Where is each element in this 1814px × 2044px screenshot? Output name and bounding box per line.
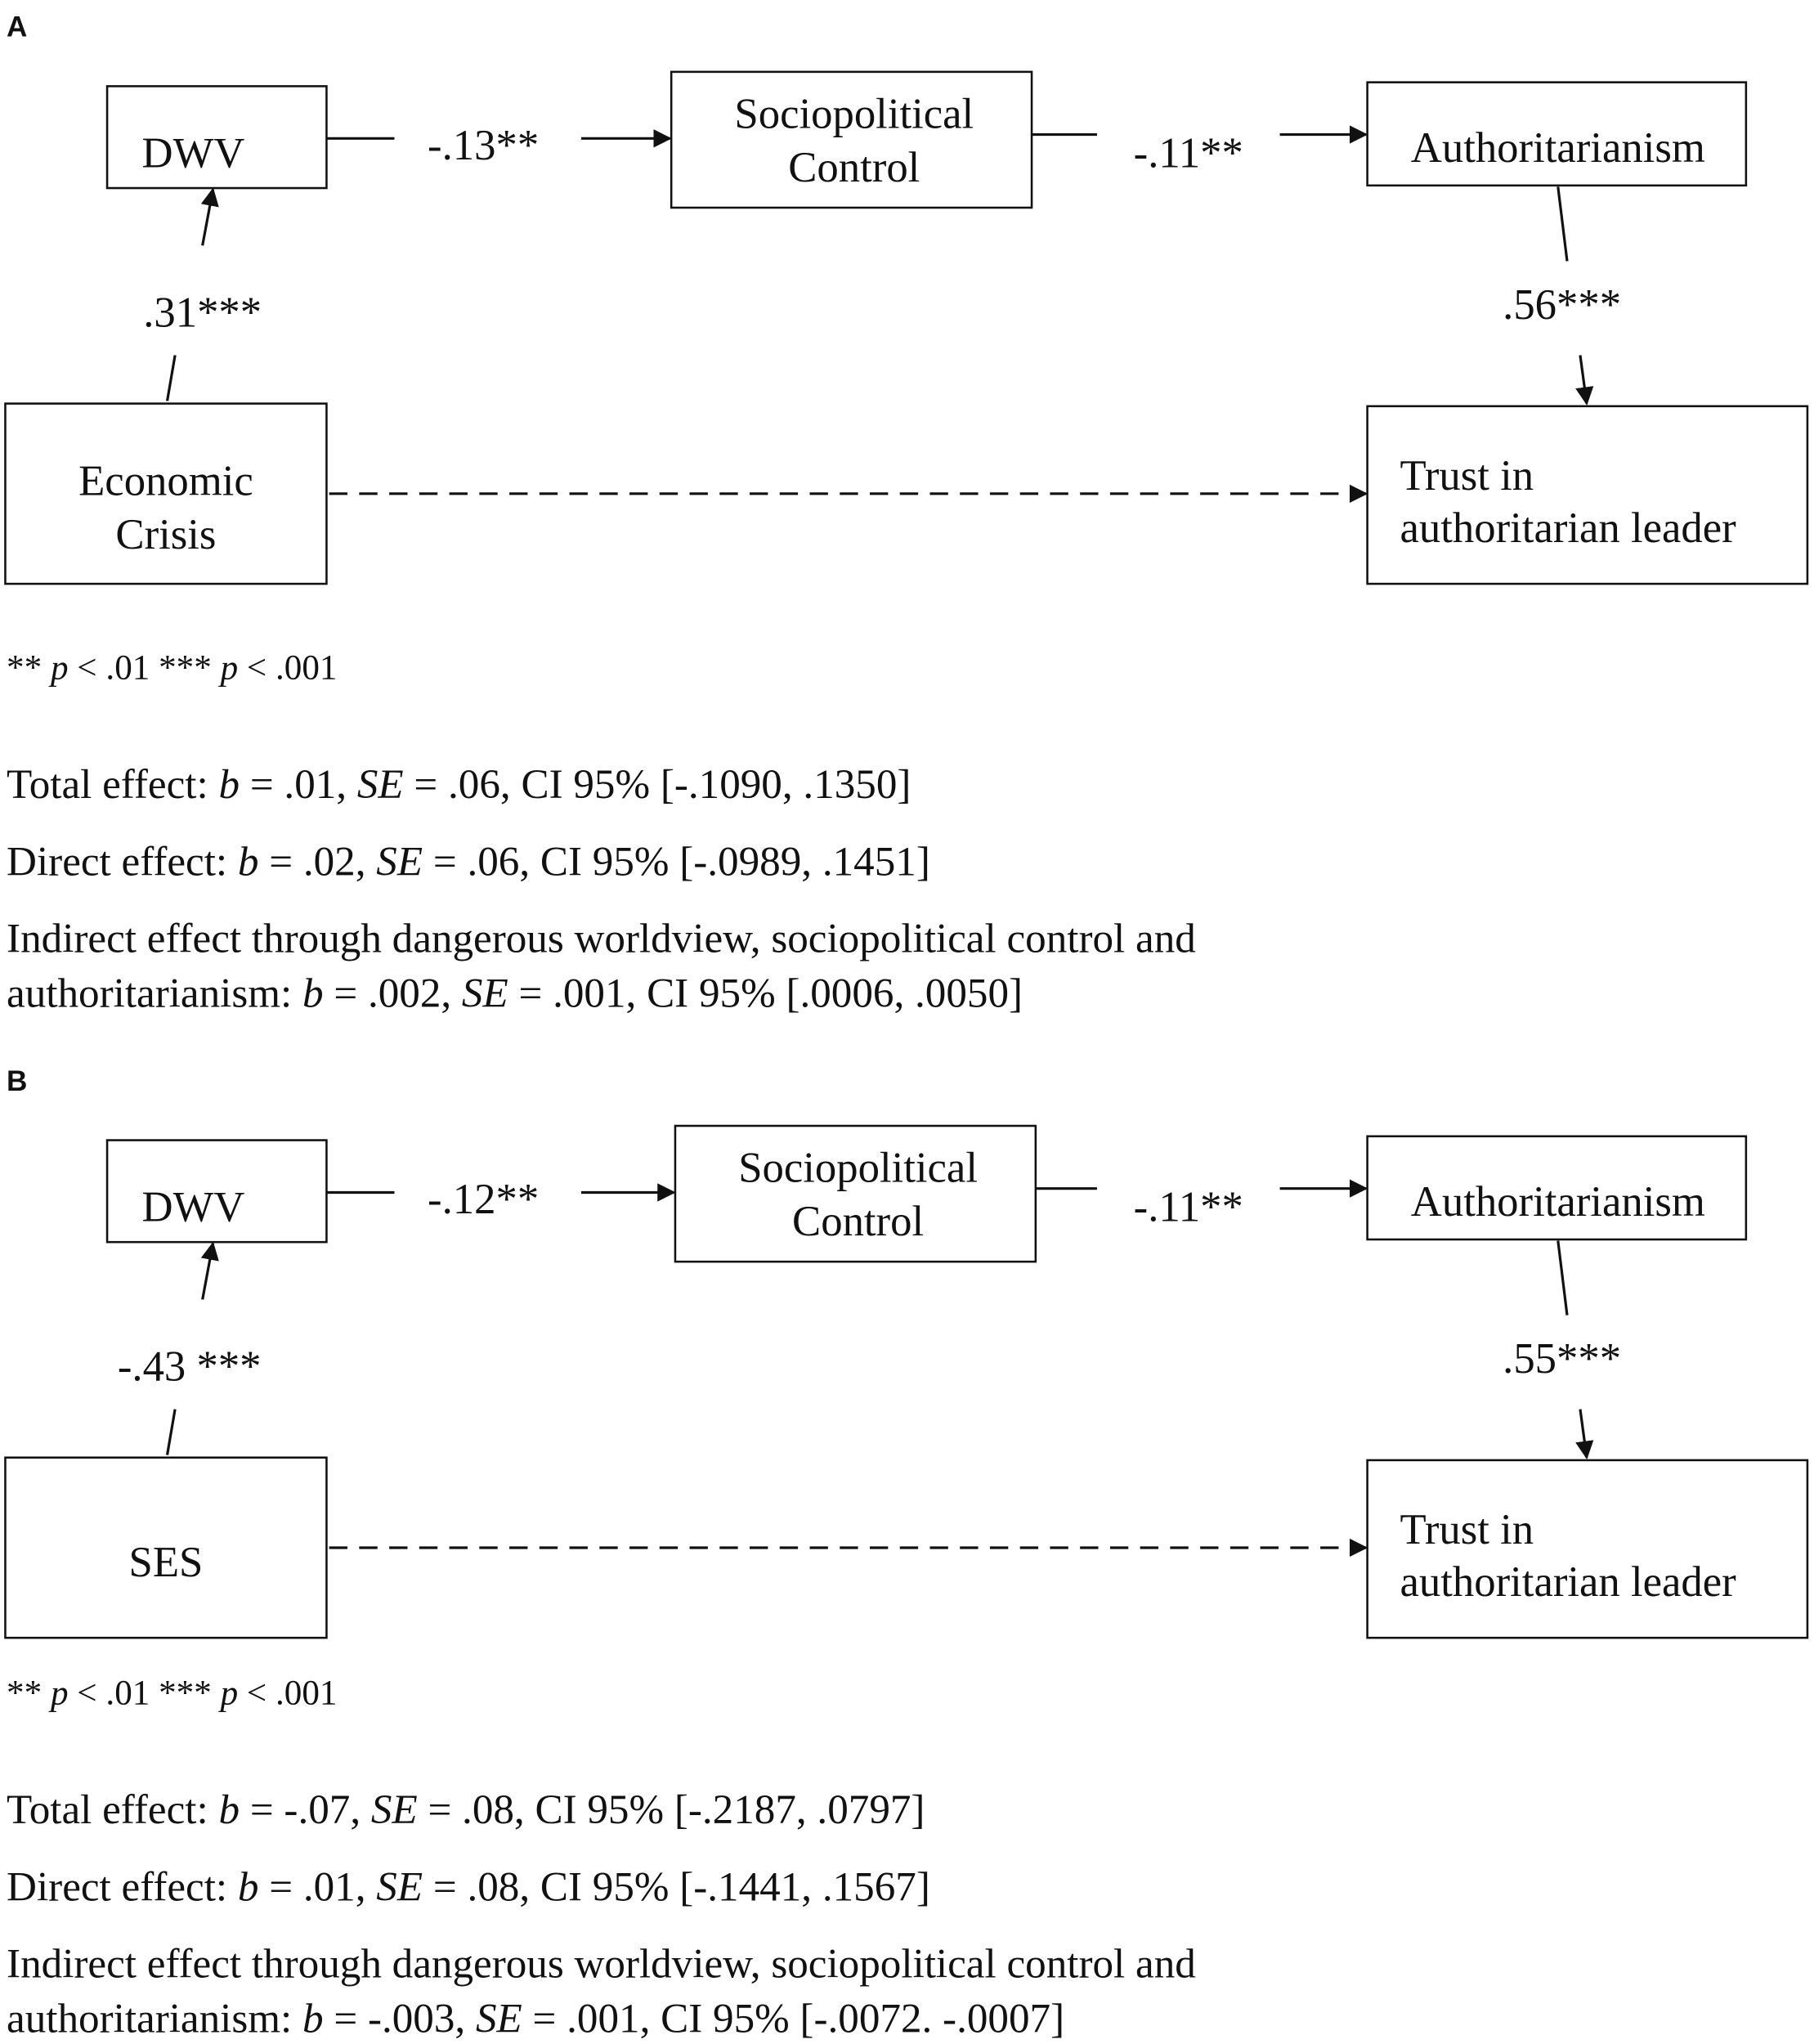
effect-line-segment: Total effect: <box>7 761 218 808</box>
sociopolitical-control-box <box>670 70 1033 209</box>
effect-line-segment: b <box>218 1786 240 1833</box>
effect-line-segment: SE <box>376 1863 423 1910</box>
effect-line: authoritarianism: b = .002, SE = .001, C… <box>7 970 1023 1017</box>
coef-socio-to-auth: -.11** <box>1134 1184 1243 1231</box>
trust-label-line1: Trust in <box>1400 452 1534 500</box>
effect-line: Indirect effect through dangerous worldv… <box>7 1941 1196 1988</box>
panel-label: A <box>7 11 27 43</box>
arrow-predictor-to-dwv <box>200 1241 219 1300</box>
effect-line-segment: = .06, CI 95% [-.1090, .1350] <box>404 761 911 808</box>
arrow-predictor-to-dwv <box>200 187 219 246</box>
predictor-label: SES <box>129 1539 204 1586</box>
authoritarianism-label: Authoritarianism <box>1411 1178 1705 1226</box>
effect-line-segment: Direct effect: <box>7 1863 238 1910</box>
significance-footnote-segment: < .01 *** <box>69 649 221 688</box>
effect-line-segment: SE <box>357 761 404 808</box>
predictor-label-line1: Economic <box>78 457 253 504</box>
significance-footnote-segment: p <box>48 1674 69 1713</box>
path-auth-trust-stem <box>1556 186 1569 262</box>
trust-label-line2: authoritarian leader <box>1400 504 1737 552</box>
path-predictor-dwv-stem <box>165 1409 177 1455</box>
dwv-label: DWV <box>142 129 245 177</box>
significance-footnote-segment: p <box>218 1674 239 1713</box>
effect-line-segment: b <box>302 1996 324 2042</box>
effect-line-segment: SE <box>371 1786 418 1833</box>
significance-footnote-segment: p <box>218 649 239 688</box>
effect-line: Indirect effect through dangerous worldv… <box>7 916 1196 962</box>
significance-footnote-segment: < .001 <box>238 1674 337 1713</box>
effect-line-segment: = .08, CI 95% [-.2187, .0797] <box>418 1786 925 1833</box>
significance-footnote-segment: < .001 <box>238 649 337 688</box>
coef-predictor-to-dwv: -.43 *** <box>118 1342 262 1390</box>
effect-line-segment: Direct effect: <box>7 838 238 885</box>
effect-line-segment: b <box>238 1863 259 1910</box>
effect-line-segment: = .001, CI 95% [-.0072. -.0007] <box>522 1996 1064 2042</box>
effect-line: Direct effect: b = .01, SE = .08, CI 95%… <box>7 1863 930 1910</box>
predictor-label-line2: Crisis <box>115 511 216 558</box>
trust-label-line2: authoritarian leader <box>1400 1558 1737 1606</box>
authoritarianism-box <box>1366 81 1748 187</box>
dwv-label: DWV <box>142 1184 245 1231</box>
effect-line-segment: = .02, <box>258 838 376 885</box>
coef-auth-to-trust: .55*** <box>1503 1335 1621 1383</box>
effect-line-segment: authoritarianism: <box>7 1996 302 2042</box>
predictor-box <box>4 1456 328 1639</box>
significance-footnote-segment: ** <box>7 1674 51 1713</box>
significance-footnote: ** p < .01 *** p < .001 <box>7 1674 337 1713</box>
effect-line: authoritarianism: b = -.003, SE = .001, … <box>7 1996 1064 2042</box>
effect-line-segment: = .01, <box>258 1863 376 1910</box>
effect-line-segment: = .08, CI 95% [-.1441, .1567] <box>423 1863 930 1910</box>
trust-box <box>1366 405 1809 585</box>
effect-line-segment: = -.003, <box>324 1996 476 2042</box>
effect-line-segment: SE <box>476 1996 522 2042</box>
effect-line-segment: b <box>218 761 240 808</box>
effect-line-segment: = .06, CI 95% [-.0989, .1451] <box>423 838 930 885</box>
effect-line-segment: SE <box>462 970 508 1017</box>
coef-predictor-to-dwv: .31*** <box>143 289 262 336</box>
coef-auth-to-trust: .56*** <box>1503 281 1621 329</box>
effect-line-segment: b <box>302 970 324 1017</box>
effect-line-segment: authoritarianism: <box>7 970 302 1017</box>
effect-line: Direct effect: b = .02, SE = .06, CI 95%… <box>7 838 930 885</box>
predictor-box <box>4 402 328 585</box>
effect-line-segment: SE <box>376 838 423 885</box>
significance-footnote-segment: ** <box>7 649 51 688</box>
effect-line-segment: Indirect effect through dangerous worldv… <box>7 916 1196 962</box>
arrow-auth-to-trust <box>1575 355 1594 406</box>
coef-dwv-to-socio: -.13** <box>428 122 539 169</box>
sociopolitical-label-line1: Sociopolitical <box>734 91 974 138</box>
significance-footnote: ** p < .01 *** p < .001 <box>7 649 337 688</box>
authoritarianism-label: Authoritarianism <box>1411 124 1705 172</box>
effect-line-segment: Total effect: <box>7 1786 218 1833</box>
effect-line: Total effect: b = .01, SE = .06, CI 95% … <box>7 761 911 808</box>
coef-socio-to-auth: -.11** <box>1134 129 1243 177</box>
effect-line-segment: = -.07, <box>240 1786 371 1833</box>
sociopolitical-label-line2: Control <box>788 144 920 191</box>
panel-label: B <box>7 1065 27 1097</box>
effect-line-segment: Indirect effect through dangerous worldv… <box>7 1941 1196 1988</box>
coef-dwv-to-socio: -.12** <box>428 1176 539 1223</box>
arrow-auth-to-trust <box>1575 1409 1594 1459</box>
path-auth-trust-stem <box>1556 1240 1569 1316</box>
sociopolitical-label-line2: Control <box>792 1198 924 1245</box>
effect-line-segment: b <box>238 838 259 885</box>
trust-box <box>1366 1459 1809 1639</box>
sociopolitical-label-line1: Sociopolitical <box>738 1145 978 1192</box>
significance-footnote-segment: < .01 *** <box>69 1674 221 1713</box>
trust-label-line1: Trust in <box>1400 1506 1534 1553</box>
effect-line-segment: = .002, <box>324 970 462 1017</box>
effect-line-segment: = .01, <box>240 761 357 808</box>
path-predictor-dwv-stem <box>165 355 177 401</box>
effect-line-segment: = .001, CI 95% [.0006, .0050] <box>508 970 1023 1017</box>
effect-line: Total effect: b = -.07, SE = .08, CI 95%… <box>7 1786 925 1833</box>
significance-footnote-segment: p <box>48 649 69 688</box>
dwv-box <box>105 85 328 190</box>
